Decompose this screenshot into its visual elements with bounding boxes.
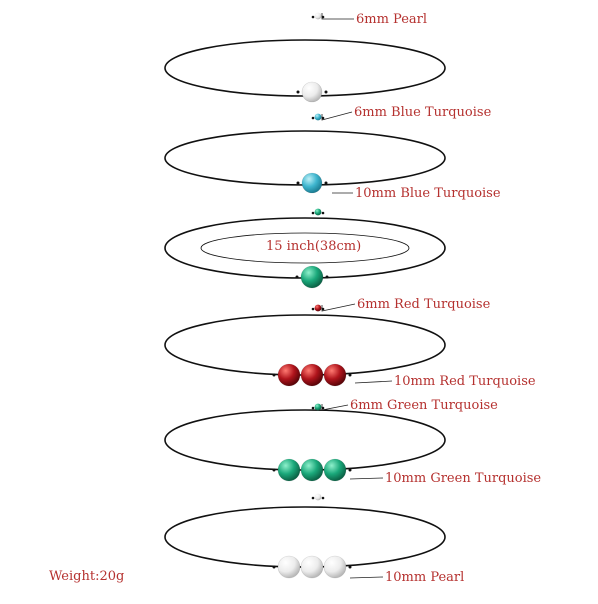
label-10mm-pearl: 10mm Pearl (385, 570, 465, 585)
knot-4-b (321, 307, 325, 311)
bead-4-3 (323, 363, 347, 387)
size-ellipse (200, 232, 410, 264)
cord-6 (164, 506, 446, 568)
bead-6-1 (277, 555, 301, 579)
bead-6-2 (300, 555, 324, 579)
knot-1-a (311, 15, 315, 19)
knot-5-a (311, 406, 315, 410)
leader-line-7 (349, 477, 384, 480)
label-10mm-blue-turquoise: 10mm Blue Turquoise (355, 186, 501, 201)
small-bead-5 (314, 403, 322, 411)
label-6mm-blue-turquoise: 6mm Blue Turquoise (354, 105, 492, 120)
bead-knot-left-4 (272, 373, 276, 377)
leader-line-5 (354, 380, 393, 384)
knot-2-a (311, 116, 315, 120)
knot-2-b (321, 116, 325, 120)
knot-6-b (321, 496, 325, 500)
small-bead-1 (314, 12, 322, 20)
knot-6-a (311, 496, 315, 500)
label-6mm-green-turquoise: 6mm Green Turquoise (350, 398, 498, 413)
bead-knot-left-6 (272, 565, 276, 569)
bead-knot-left-2 (296, 181, 300, 185)
knot-3-b (321, 211, 325, 215)
bead-knot-right-5 (348, 468, 352, 472)
small-bead-6 (314, 493, 322, 501)
leader-line-2 (321, 111, 353, 121)
bead-knot-right-3 (325, 275, 329, 279)
bead-knot-right-1 (324, 90, 328, 94)
bead-6-3 (323, 555, 347, 579)
bead-5-1 (277, 458, 301, 482)
leader-line-8 (349, 576, 384, 579)
label-weight: Weight:20g (49, 569, 125, 584)
leader-line-4 (321, 303, 356, 312)
label-10mm-red-turquoise: 10mm Red Turquoise (394, 374, 536, 389)
bead-knot-right-6 (348, 565, 352, 569)
bead-5-2 (300, 458, 324, 482)
label-10mm-green-turquoise: 10mm Green Turquoise (385, 471, 542, 486)
bead-knot-right-4 (348, 373, 352, 377)
knot-5-b (321, 406, 325, 410)
knot-1-b (321, 15, 325, 19)
bead-4-2 (300, 363, 324, 387)
bead-knot-right-2 (324, 181, 328, 185)
bead-3-1 (300, 265, 324, 289)
small-bead-2 (314, 113, 322, 121)
bead-1-1 (301, 81, 323, 103)
leader-lines (321, 13, 393, 579)
bead-4-1 (277, 363, 301, 387)
leader-line-1 (321, 13, 354, 20)
cord-5 (164, 409, 446, 471)
bead-knot-left-3 (295, 275, 299, 279)
leader-line-6 (321, 404, 349, 411)
bead-knot-left-1 (296, 90, 300, 94)
bead-5-3 (323, 458, 347, 482)
bead-knot-left-5 (272, 468, 276, 472)
small-bead-3 (314, 208, 322, 216)
label-6mm-pearl: 6mm Pearl (356, 12, 428, 27)
label-size: 15 inch(38cm) (266, 239, 362, 254)
knot-4-a (311, 307, 315, 311)
bead-2-1 (301, 172, 323, 194)
cord-4 (164, 314, 446, 376)
label-6mm-red-turquoise: 6mm Red Turquoise (357, 297, 491, 312)
small-bead-4 (314, 304, 322, 312)
beads-layer (272, 12, 352, 579)
knot-3-a (311, 211, 315, 215)
